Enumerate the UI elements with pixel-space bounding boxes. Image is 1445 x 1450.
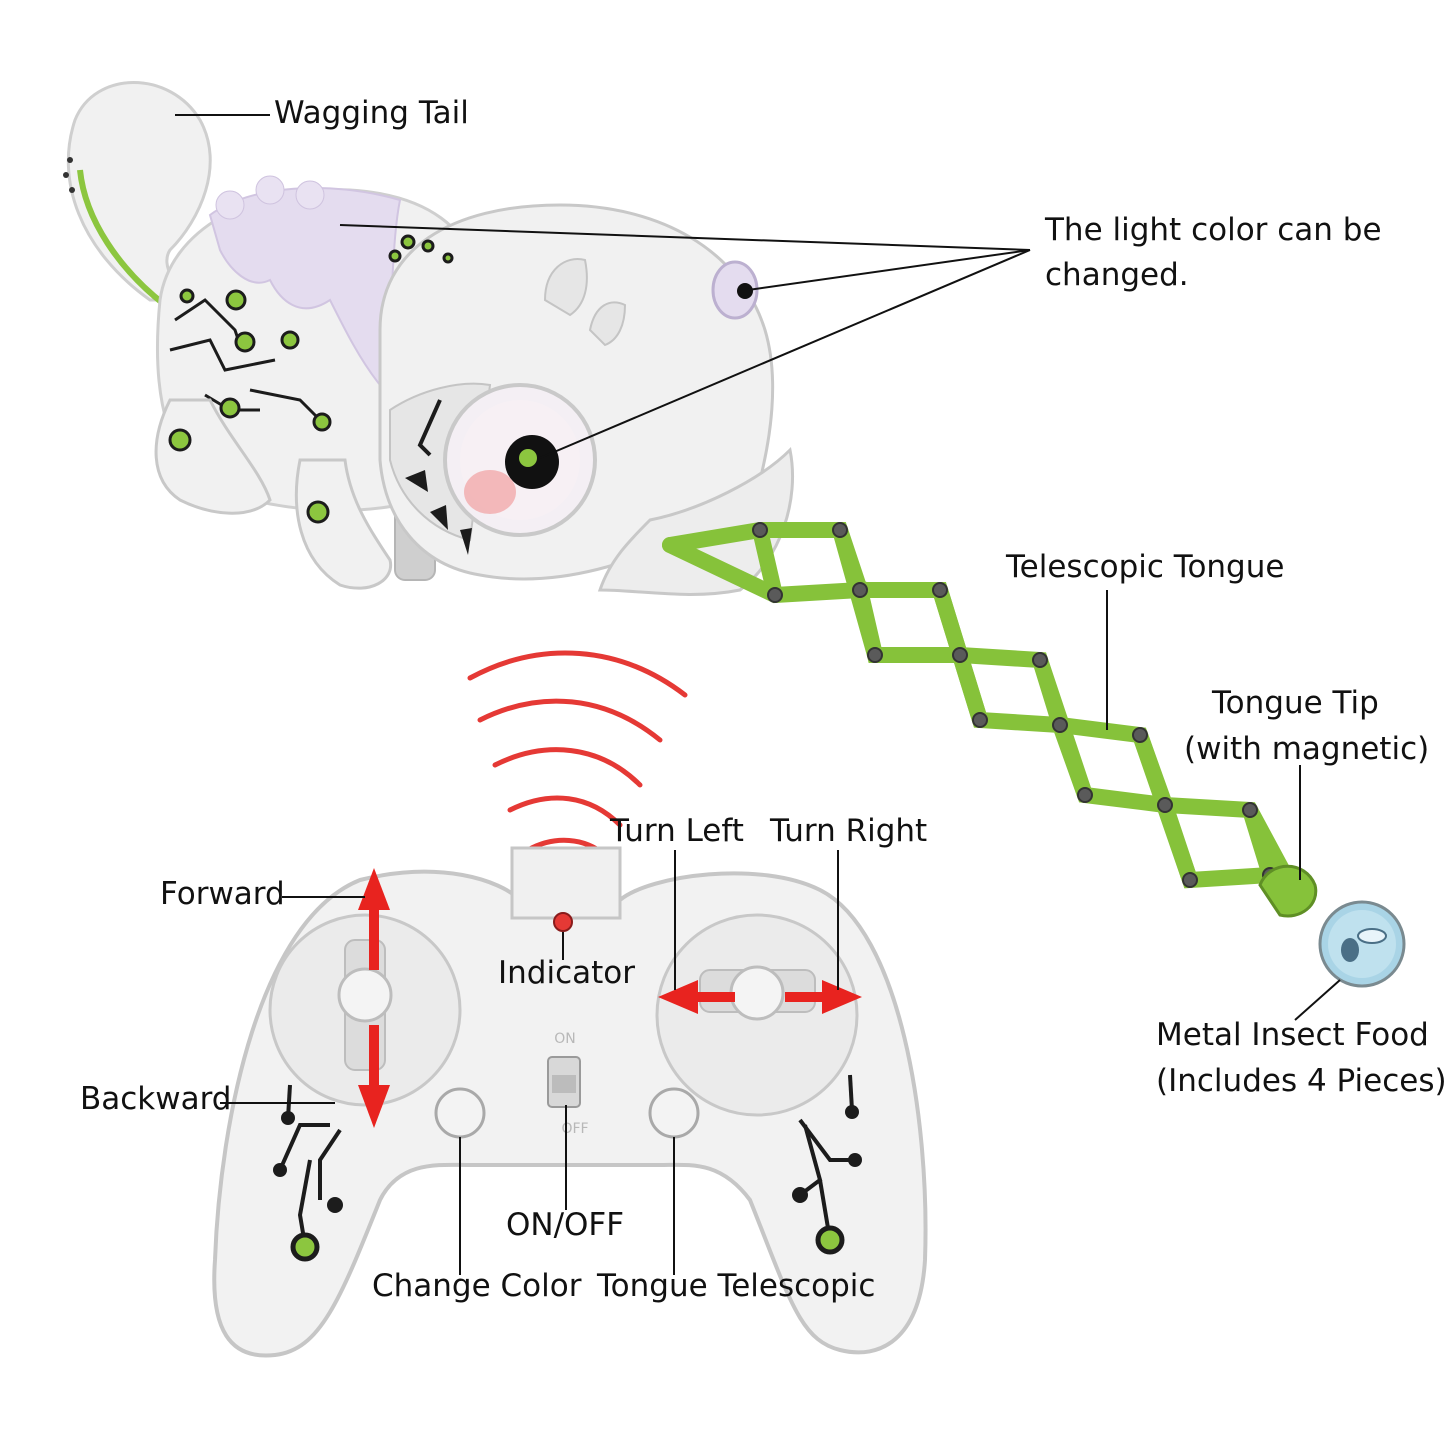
switch-off-label: OFF [561, 1121, 588, 1137]
turn-right-label: Turn Right [770, 813, 928, 849]
telescopic-tongue [662, 522, 1318, 918]
left-arrow-icon [658, 980, 735, 1014]
forward-arrow-icon [358, 868, 390, 970]
light-color-label-line2: changed. [1045, 257, 1189, 293]
turn-left-label: Turn Left [610, 813, 744, 849]
remote-circuit-pattern [278, 1074, 855, 1246]
backward-label: Backward [80, 1081, 232, 1117]
metal-insect-coin [1318, 900, 1406, 988]
tongue-tip-label-line1: Tongue Tip [1212, 685, 1379, 721]
wagging-tail-label: Wagging Tail [274, 95, 469, 131]
telescopic-tongue-label: Telescopic Tongue [1006, 549, 1285, 585]
leader-lines [175, 114, 1341, 1275]
chameleon-tail [66, 81, 212, 302]
right-arrow-icon [785, 980, 862, 1014]
chameleon-crest [208, 187, 402, 388]
switch-on-label: ON [554, 1031, 576, 1047]
change-color-button[interactable] [434, 1087, 486, 1139]
indicator-led [553, 912, 573, 932]
metal-insect-label-line2: (Includes 4 Pieces) [1156, 1063, 1445, 1099]
direction-arrows [358, 868, 862, 1128]
tongue-telescopic-label: Tongue Telescopic [597, 1268, 876, 1304]
signal-waves [467, 650, 688, 858]
chameleon-front-leg [294, 458, 393, 590]
tongue-tip-label-line2: (with magnetic) [1184, 731, 1430, 767]
tongue-telescopic-button[interactable] [648, 1087, 700, 1139]
remote-control: ON OFF [212, 846, 928, 1358]
backward-arrow-icon [358, 1025, 390, 1128]
change-color-label: Change Color [372, 1268, 582, 1304]
metal-insect-label-line1: Metal Insect Food [1156, 1017, 1429, 1053]
forward-label: Forward [160, 876, 285, 912]
light-color-label-line1: The light color can be [1045, 212, 1382, 248]
indicator-label: Indicator [498, 955, 635, 991]
chameleon-toy [63, 81, 795, 596]
on-off-label: ON/OFF [506, 1207, 625, 1243]
tongue-tip [1258, 864, 1318, 918]
chameleon-back-eye [711, 260, 759, 320]
chameleon-back-leg [154, 398, 272, 515]
